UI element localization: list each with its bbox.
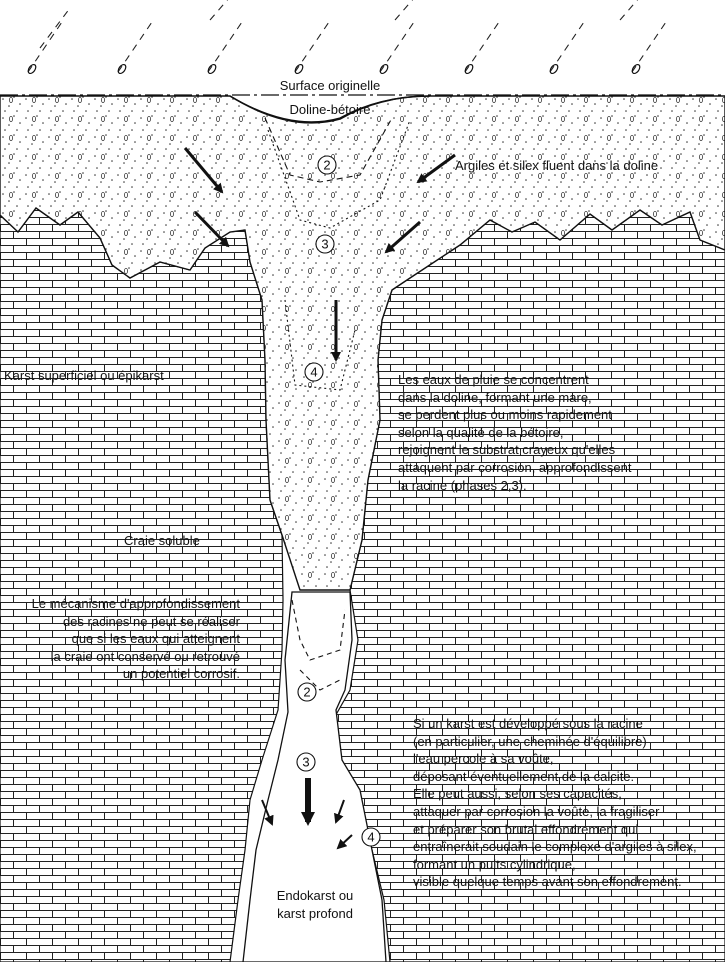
doline-betoire-label: Doline-bétoire [230, 101, 430, 119]
mecanisme-line: que si les eaux qui atteignent [0, 630, 240, 648]
argiles-silex-label: Argiles et silex fluent dans la doline [455, 157, 658, 175]
mecanisme-line: Le mécanisme d'approfondissement [0, 595, 240, 613]
karst-line: formant un puits cylindrique, [413, 856, 697, 874]
phase-3-lower-label: 3 [302, 755, 309, 770]
surface-originelle-label: Surface originelle [230, 77, 430, 95]
mecanisme-paragraph: Le mécanisme d'approfondissement des rac… [0, 595, 240, 683]
eaux-line: Les eaux de pluie se concentrent [398, 371, 631, 389]
phase-2-lower-label: 2 [303, 685, 310, 700]
eaux-line: la racine (phases 2,3). [398, 477, 631, 495]
karst-line: attaquer par corrosion la voûte, la frag… [413, 803, 697, 821]
eaux-line: rejoignent le substrat crayeux qu'elles [398, 441, 631, 459]
karst-line: visible quelque temps avant son effondre… [413, 873, 697, 891]
mecanisme-line: des racines ne peut se réaliser [0, 613, 240, 631]
phase-3-upper-label: 3 [321, 237, 328, 252]
karst-line: Si un karst est développé sous la racine [413, 715, 697, 733]
karst-line: et préparer son brutal effondrement qui [413, 821, 697, 839]
eaux-line: dans la doline, formant une mare, [398, 389, 631, 407]
karst-developpe-paragraph: Si un karst est développé sous la racine… [413, 715, 697, 891]
rain-streaks [28, 0, 666, 72]
phase-2-upper-label: 2 [323, 158, 330, 173]
mecanisme-line: un potentiel corrosif. [0, 665, 240, 683]
endokarst-line: Endokarst ou [250, 887, 380, 905]
karst-line: entraînerait soudain le complexe d'argil… [413, 838, 697, 856]
eaux-line: selon la qualité de la bétoire, [398, 424, 631, 442]
craie-soluble-label: Craie soluble [124, 532, 200, 550]
eaux-line: attaquent par corrosion, approfondissent [398, 459, 631, 477]
karst-line: déposant éventuellement de la calcite. [413, 768, 697, 786]
karst-line: Elle peut aussi, selon ses capacités, [413, 785, 697, 803]
eaux-de-pluie-paragraph: Les eaux de pluie se concentrent dans la… [398, 371, 631, 494]
rain-drops [27, 63, 642, 75]
mecanisme-line: la craie ont conservé ou retrouvé [0, 648, 240, 666]
eaux-line: se perdent plus ou moins rapidement [398, 406, 631, 424]
karst-line: (en particulier, une cheminée d'équilibr… [413, 733, 697, 751]
phase-4-upper-label: 4 [310, 365, 317, 380]
karst-line: l'eau percole à sa voûte, [413, 750, 697, 768]
epikarst-label: Karst superficiel ou épikarst [4, 367, 164, 385]
endokarst-label: Endokarst ou karst profond [250, 887, 380, 922]
endokarst-line: karst profond [250, 905, 380, 923]
phase-4-lower-label: 4 [367, 830, 374, 845]
